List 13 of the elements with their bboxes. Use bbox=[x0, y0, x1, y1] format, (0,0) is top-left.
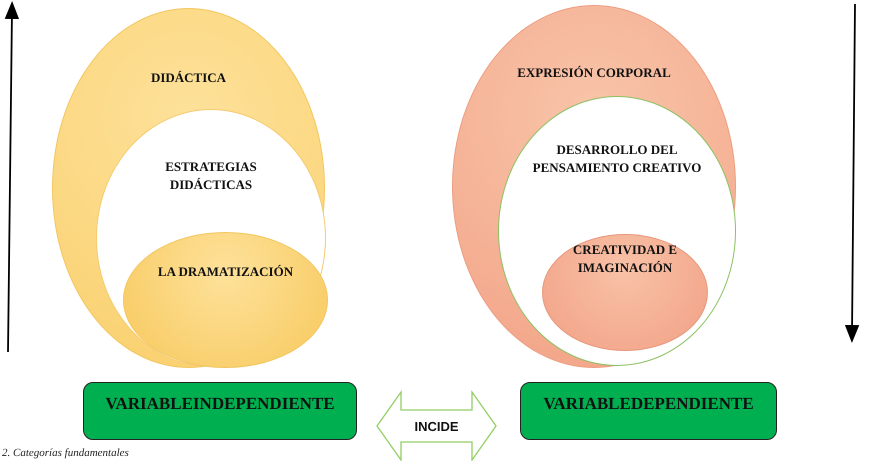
node-label: DESARROLLO DEL PENSAMIENTO CREATIVO bbox=[532, 141, 702, 176]
node-label: LA DRAMATIZACIÓN bbox=[156, 263, 294, 281]
node-label: DIDÁCTICA bbox=[150, 69, 228, 87]
node-label: ESTRATEGIAS DIDÁCTICAS bbox=[164, 158, 258, 194]
node-label: VARIABLEDEPENDIENTE bbox=[542, 393, 755, 415]
node-label: CREATIVIDAD E IMAGINACIÓN bbox=[572, 241, 678, 276]
caption: 2. Categorías fundamentales bbox=[2, 447, 129, 459]
double-arrow bbox=[376, 390, 497, 461]
node-label: VARIABLEINDEPENDIENTE bbox=[104, 393, 336, 415]
node-label: EXPRESIÓN CORPORAL bbox=[516, 64, 672, 82]
variable-box bbox=[520, 382, 777, 440]
edge-label: INCIDE bbox=[414, 418, 459, 434]
variable-box bbox=[83, 382, 357, 440]
